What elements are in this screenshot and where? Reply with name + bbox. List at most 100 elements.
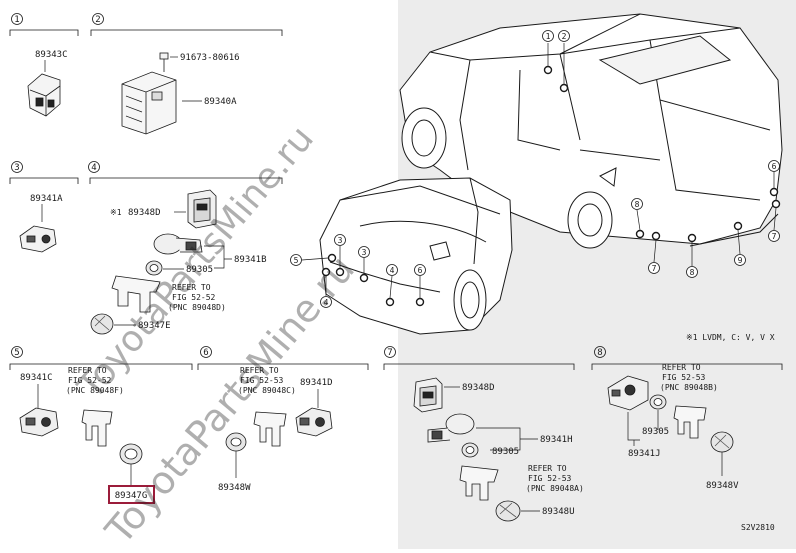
callout-circle	[768, 160, 780, 172]
part-label[interactable]: 89348V	[706, 481, 739, 491]
highlight-box	[108, 485, 155, 504]
sensor-marker	[651, 231, 661, 241]
part-89343c-drawing	[27, 73, 61, 117]
refer-pnc: (PNC 89048C)	[238, 386, 296, 395]
callout-number[interactable]: 6	[418, 266, 423, 275]
section-2-bracket	[90, 29, 283, 36]
callout-number[interactable]: 3	[362, 248, 367, 257]
part-label[interactable]: 89347E	[138, 321, 171, 331]
callout-number[interactable]: 4	[390, 266, 395, 275]
part-label[interactable]: 89341B	[234, 255, 267, 265]
callout-number[interactable]: 7	[652, 264, 657, 273]
part-89347e-drawing	[90, 313, 114, 335]
part-label[interactable]: 89341A	[30, 194, 63, 204]
section-4-number: 4	[91, 163, 96, 173]
part-89341d-drawing	[295, 407, 333, 437]
part-label[interactable]: 89348W	[218, 483, 251, 493]
part-label[interactable]: 89305	[186, 265, 213, 275]
refer-to-label: REFER TO	[662, 363, 701, 372]
section-6: 6 REFER TO FIG 52-53 (PNC 89048C) 89341D…	[197, 346, 369, 493]
sensor-marker	[385, 297, 395, 307]
section-3-number: 3	[14, 163, 19, 173]
vehicle-front-drawing	[319, 177, 513, 335]
callout-number[interactable]: 4	[324, 298, 329, 307]
part-label[interactable]: 89341J	[628, 449, 661, 459]
callout-number[interactable]: 5	[294, 256, 299, 265]
callout-group: 1 2 5 3 3 4 6 4 8 7 8 9 6 7	[290, 30, 780, 308]
callout-circle	[414, 264, 426, 276]
section-8-number: 8	[597, 348, 602, 358]
refer-to-label: REFER TO	[528, 464, 567, 473]
bolt-drawing	[159, 52, 169, 72]
sensor-marker	[321, 267, 331, 277]
refer-fig-link[interactable]: FIG 52-52	[172, 293, 216, 302]
part-label[interactable]: 89340A	[204, 97, 237, 107]
callout-circle	[358, 246, 370, 258]
section-1-number: 1	[14, 15, 19, 25]
section-8-bracket	[591, 363, 783, 370]
sensor-markers	[321, 65, 781, 307]
section-6-number: 6	[203, 348, 208, 358]
part-label[interactable]: 89348D	[128, 208, 161, 218]
callout-number[interactable]: 7	[772, 232, 777, 241]
part-89341c-drawing	[19, 407, 59, 437]
part-89341a-drawing	[19, 225, 57, 253]
callout-number[interactable]: 1	[546, 32, 551, 41]
refer-pnc: (PNC 89048B)	[660, 383, 718, 392]
sensor-marker	[771, 199, 781, 209]
section-7-bracket	[383, 363, 575, 370]
part-label[interactable]: 89348U	[542, 507, 575, 517]
refer-fig-link[interactable]: FIG 52-52	[68, 376, 112, 385]
part-label[interactable]: 89341C	[20, 373, 53, 383]
part-89348d-drawing	[187, 189, 217, 229]
callout-number[interactable]: 2	[562, 32, 567, 41]
sensor-marker	[769, 187, 779, 197]
part-89305-drawing	[649, 394, 667, 410]
callout-number[interactable]: 6	[772, 162, 777, 171]
callout-circle	[542, 30, 554, 42]
callout-number[interactable]: 8	[635, 200, 640, 209]
part-label[interactable]: 89348D	[462, 383, 495, 393]
refer-fig-link[interactable]: FIG 52-53	[240, 376, 284, 385]
part-label[interactable]: 91673-80616	[180, 53, 240, 63]
highlighted-part-label[interactable]: 89347G	[115, 491, 148, 501]
sensor-marker	[635, 229, 645, 239]
callout-circle	[334, 234, 346, 246]
refer-fig-link[interactable]: FIG 52-53	[662, 373, 706, 382]
part-label[interactable]: 89341H	[540, 435, 573, 445]
pnc-marker: ※1	[110, 208, 122, 217]
part-89347g-drawing	[119, 443, 143, 465]
section-8-circle	[594, 346, 606, 358]
part-89348d-drawing	[413, 377, 443, 413]
part-89340a-drawing	[121, 71, 177, 135]
section-5: 5 89341C REFER TO FIG 52-52 (PNC 89048F)…	[9, 346, 193, 504]
section-2-number: 2	[95, 15, 100, 25]
callout-number[interactable]: 8	[690, 268, 695, 277]
section-2: 2 91673-80616 89340A	[90, 13, 283, 135]
part-label[interactable]: 89305	[492, 447, 519, 457]
section-5-circle	[11, 346, 23, 358]
section-1: 1 89343C	[9, 13, 79, 117]
refer-fig-link[interactable]: FIG 52-53	[528, 474, 572, 483]
section-5-bracket	[9, 363, 193, 370]
callout-circle	[320, 296, 332, 308]
part-89305-drawing	[461, 442, 479, 458]
callout-circle	[734, 254, 746, 266]
part-label[interactable]: 89341D	[300, 378, 333, 388]
part-label[interactable]: 89343C	[35, 50, 68, 60]
callout-number[interactable]: 9	[738, 256, 743, 265]
callout-number[interactable]: 3	[338, 236, 343, 245]
section-1-bracket	[9, 29, 79, 36]
callout-circle	[290, 254, 302, 266]
sensor-marker	[733, 221, 743, 231]
bracket-drawing	[673, 405, 707, 439]
callout-circle	[648, 262, 660, 274]
refer-to-label: REFER TO	[68, 366, 107, 375]
section-7: 7 89348D 89341H 89305 REFER TO FIG 52-53…	[383, 346, 584, 522]
part-label[interactable]: 89305	[642, 427, 669, 437]
section-6-bracket	[197, 363, 369, 370]
section-3-circle	[11, 161, 23, 173]
sensor-marker	[687, 233, 697, 243]
